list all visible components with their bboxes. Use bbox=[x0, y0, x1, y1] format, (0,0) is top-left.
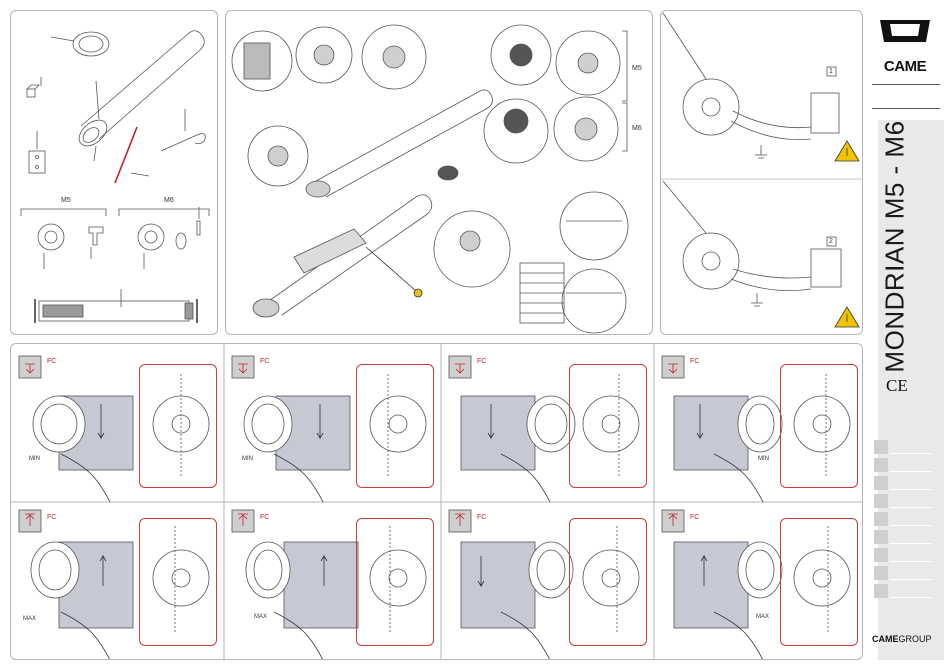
fc-label: FC bbox=[47, 514, 56, 521]
bracket-icon bbox=[29, 131, 45, 173]
max-label: MAX bbox=[23, 616, 36, 622]
ground-icon-2 bbox=[751, 293, 763, 306]
limit-cell-up-4: FC MAX bbox=[654, 502, 863, 660]
screwdriver-icon bbox=[115, 127, 149, 183]
detail-mount-1 bbox=[560, 192, 628, 260]
logo-text: CAME bbox=[876, 58, 934, 75]
motor-tube-icon bbox=[316, 90, 492, 197]
brand-bold: CAME bbox=[872, 634, 899, 644]
max-label: MAX bbox=[254, 614, 267, 620]
assembly-m6-label: M6 bbox=[632, 125, 642, 132]
limit-cell-down-4: FC MIN bbox=[654, 344, 863, 502]
min-label: MIN bbox=[758, 456, 769, 462]
adapter-m6-icon bbox=[138, 207, 200, 269]
limit-cell-down-1: FC MIN bbox=[11, 344, 224, 502]
limit-cell-down-3: FC bbox=[441, 344, 654, 502]
fc-label: FC bbox=[690, 358, 699, 365]
wiring-step-2: 2 bbox=[829, 238, 833, 245]
ring-nut-icon bbox=[51, 32, 109, 56]
divider bbox=[872, 108, 940, 109]
product-title-wrap: MONDRIAN M5 - M6 bbox=[878, 118, 912, 374]
language-row bbox=[874, 566, 932, 580]
components-m6-label: M6 bbox=[164, 197, 174, 204]
limit-detail-box bbox=[780, 518, 858, 646]
limits-panel: FC MIN FC MIN bbox=[10, 343, 863, 660]
max-label: MAX bbox=[756, 614, 769, 620]
limit-cell-up-2: FC MAX bbox=[224, 502, 441, 660]
components-panel: M5 M6 bbox=[10, 10, 218, 335]
language-row bbox=[874, 548, 932, 562]
motor-head-2 bbox=[683, 233, 739, 289]
fc-label: FC bbox=[47, 358, 56, 365]
limit-cell-down-2: FC MIN bbox=[224, 344, 441, 502]
fc-label: FC bbox=[477, 514, 486, 521]
components-drawing bbox=[11, 11, 218, 335]
wiring-step-1: 1 bbox=[829, 68, 833, 75]
language-row bbox=[874, 494, 932, 508]
limit-detail-box bbox=[780, 364, 858, 488]
limit-detail-box bbox=[569, 364, 647, 488]
junction-box-2 bbox=[811, 249, 841, 287]
clip-icon bbox=[27, 77, 41, 97]
assembly-panel: M5 M6 bbox=[225, 10, 653, 335]
came-group-brand: CAMEGROUP bbox=[872, 634, 932, 644]
min-label: MIN bbox=[29, 456, 40, 462]
fc-label: FC bbox=[690, 514, 699, 521]
came-logo-mark bbox=[876, 16, 934, 58]
limit-cell-up-1: FC MAX bbox=[11, 502, 224, 660]
ce-mark: CE bbox=[886, 376, 908, 396]
adapter-icon bbox=[38, 224, 64, 269]
language-row bbox=[874, 458, 932, 472]
fc-label: FC bbox=[260, 358, 269, 365]
warning-icon bbox=[835, 141, 859, 161]
divider bbox=[872, 84, 940, 85]
cable-icon bbox=[161, 109, 205, 151]
warning-icon-2 bbox=[835, 307, 859, 327]
assembly-drawing bbox=[226, 11, 653, 335]
junction-box-1 bbox=[811, 93, 839, 133]
assembly-m5-label: M5 bbox=[632, 65, 642, 72]
motor-tube-icon bbox=[74, 31, 204, 161]
components-m5-label: M5 bbox=[61, 197, 71, 204]
limit-cell-up-3: FC bbox=[441, 502, 654, 660]
fc-label: FC bbox=[477, 358, 486, 365]
limit-detail-box bbox=[356, 518, 434, 646]
language-row bbox=[874, 584, 932, 598]
roller-tube-icon bbox=[266, 195, 432, 315]
limit-detail-box bbox=[356, 364, 434, 488]
fc-label: FC bbox=[260, 514, 269, 521]
limit-detail-box bbox=[139, 364, 217, 488]
language-row bbox=[874, 530, 932, 544]
ground-icon bbox=[755, 145, 767, 158]
language-row bbox=[874, 476, 932, 490]
language-row bbox=[874, 440, 932, 454]
limit-detail-box bbox=[569, 518, 647, 646]
sidebar: CAME MONDRIAN M5 - M6 CE CAMEGROUP bbox=[868, 10, 944, 660]
detail-mount-2 bbox=[562, 269, 626, 333]
motor-head-1 bbox=[683, 79, 739, 135]
roller-assembly-icon bbox=[35, 289, 197, 323]
shutter-icon bbox=[520, 263, 564, 323]
brand-rest: GROUP bbox=[899, 634, 932, 644]
clip-m5-icon bbox=[89, 227, 103, 259]
product-title: MONDRIAN M5 - M6 bbox=[880, 120, 911, 372]
language-row bbox=[874, 512, 932, 526]
wiring-drawing bbox=[661, 11, 863, 335]
min-label: MIN bbox=[242, 456, 253, 462]
limit-detail-box bbox=[139, 518, 217, 646]
wiring-panel: 1 2 bbox=[660, 10, 863, 335]
came-logo: CAME bbox=[876, 16, 934, 74]
